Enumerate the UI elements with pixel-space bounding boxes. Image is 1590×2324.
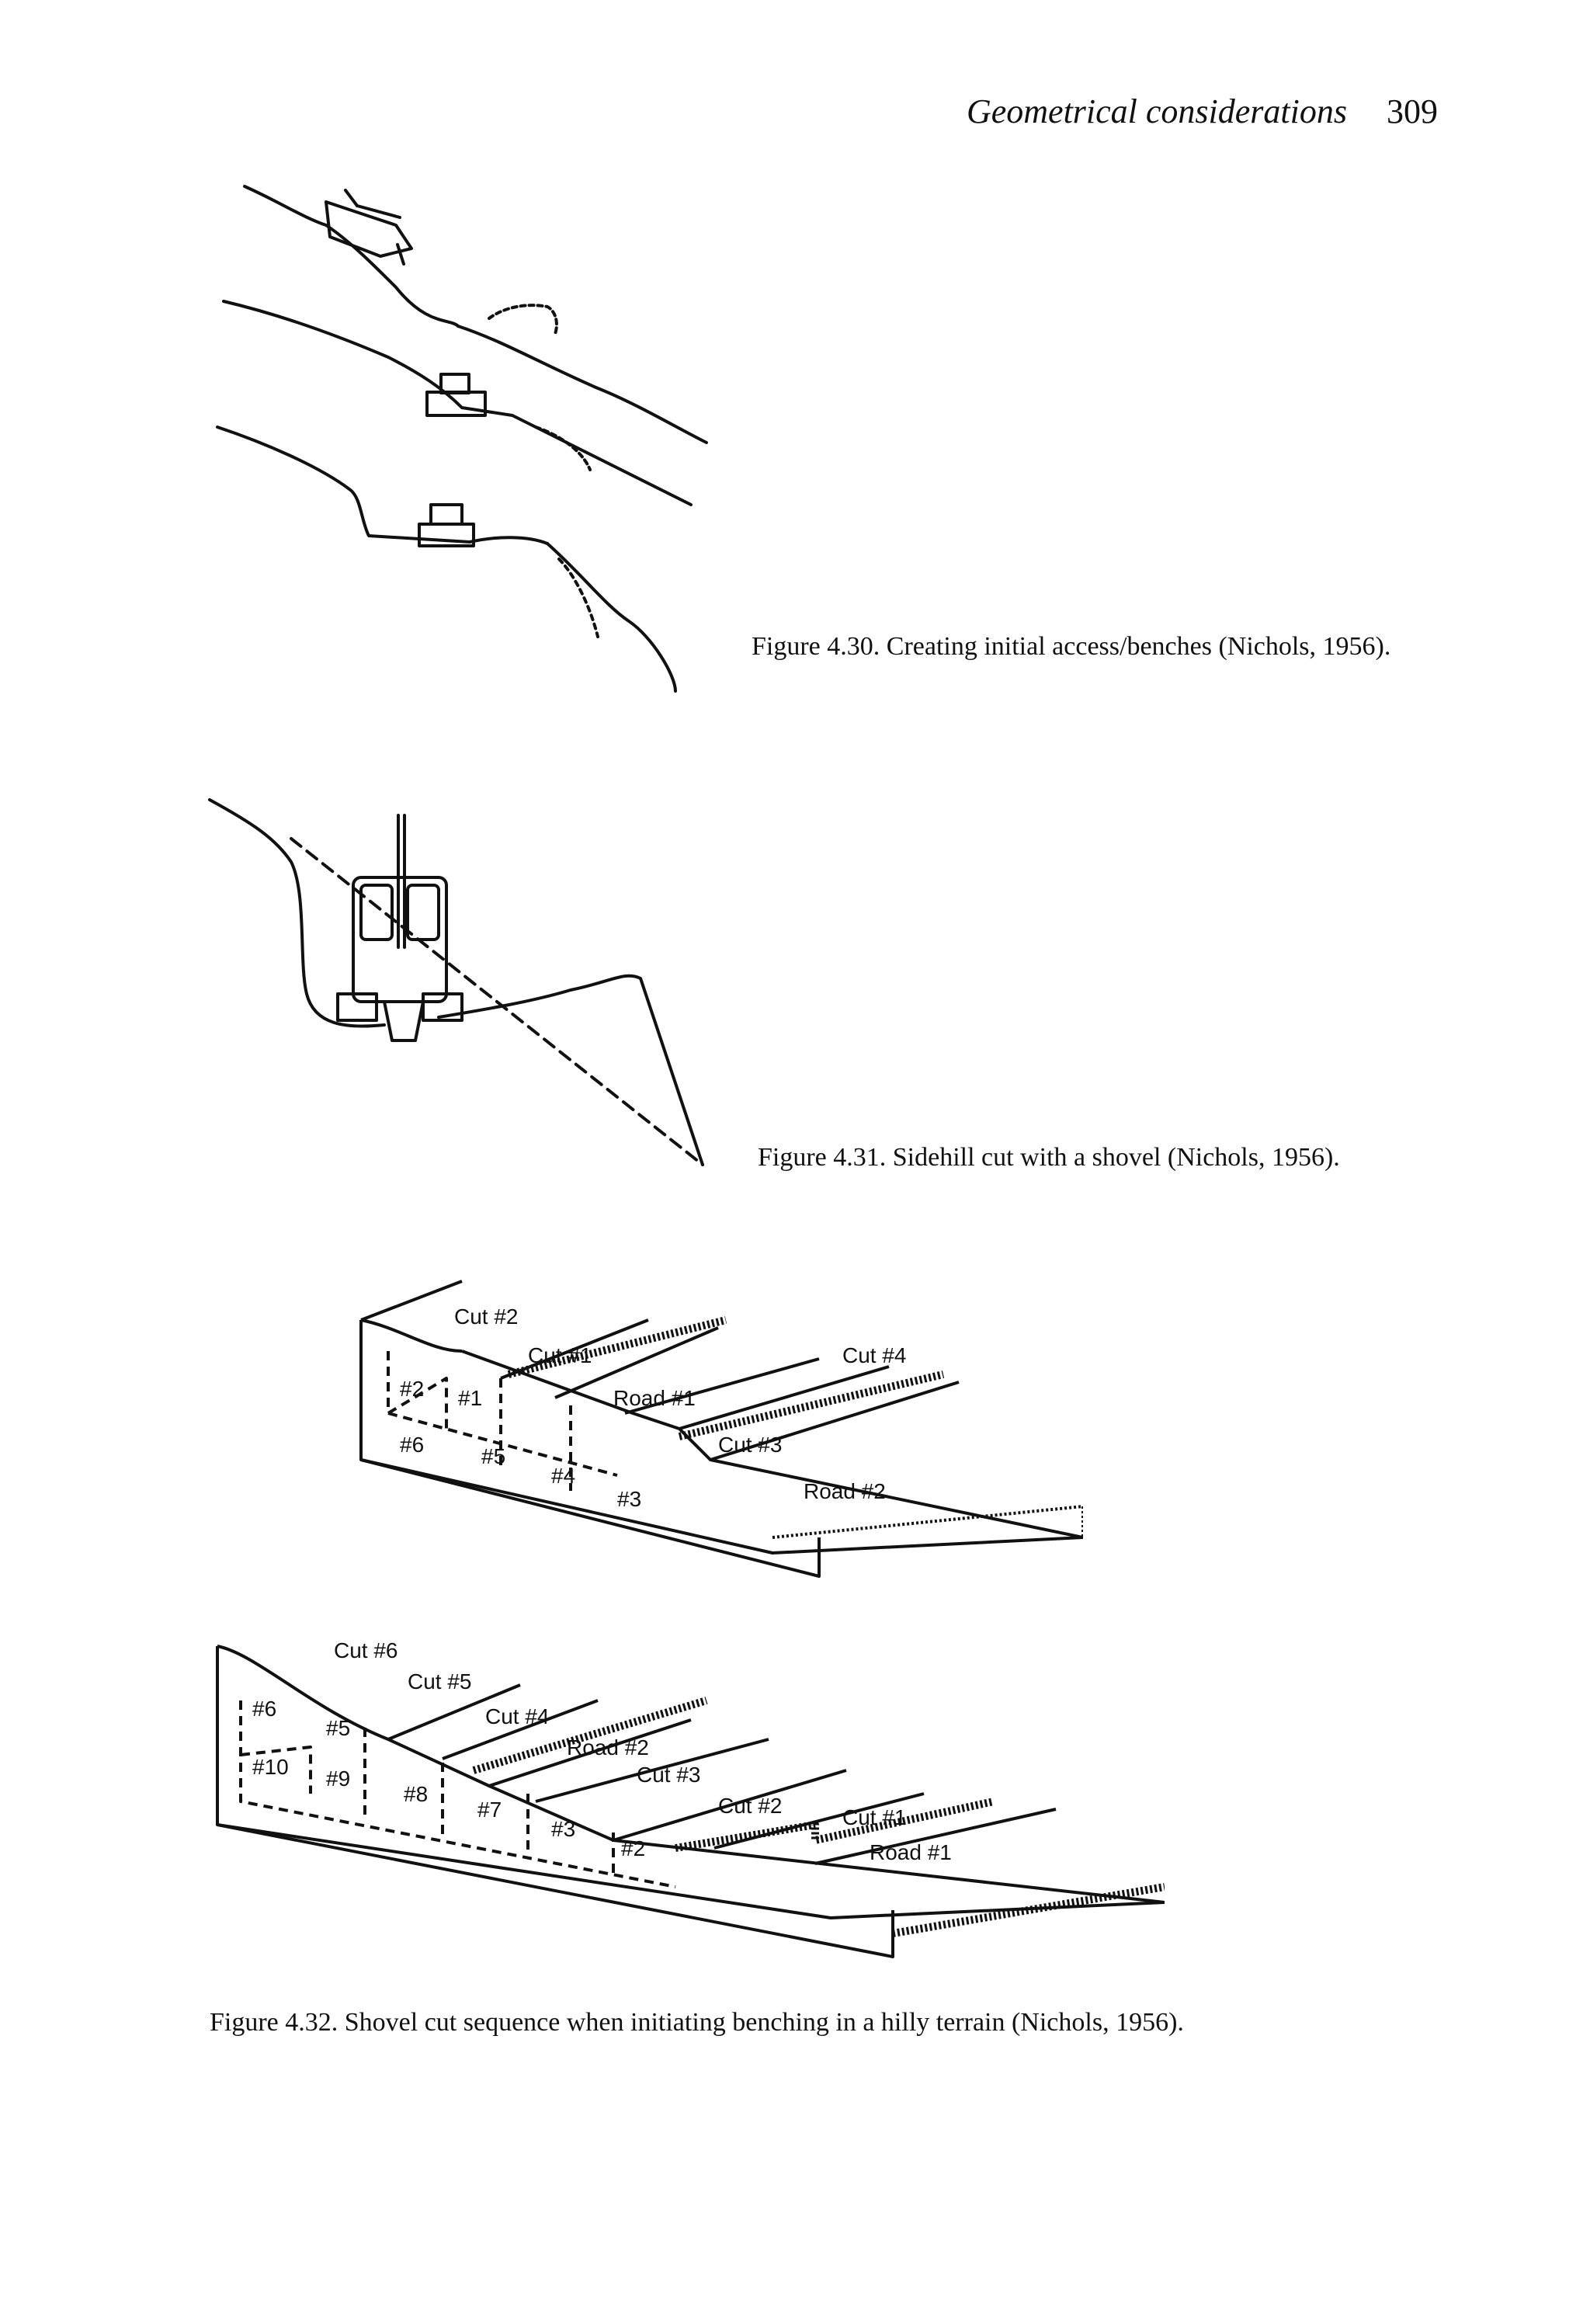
lower-label-bench-6: #6 <box>252 1697 276 1721</box>
lower-label-bench-7: #7 <box>477 1798 502 1822</box>
label-bench-4: #4 <box>551 1464 575 1488</box>
hill-profile-1b <box>457 325 708 444</box>
shovel-icon-medium <box>418 503 475 547</box>
hill-profile-2 <box>222 300 693 506</box>
terrace-lines <box>500 1318 960 1461</box>
lower-label-bench-5: #5 <box>326 1716 350 1740</box>
label-cut-3: Cut #3 <box>718 1433 783 1457</box>
cut-dash-lines <box>387 1351 618 1491</box>
running-header-title: Geometrical considerations <box>966 92 1347 130</box>
lower-label-road-2: Road #2 <box>567 1735 649 1760</box>
lower-label-bench-8: #8 <box>404 1782 428 1806</box>
spoil-pile-2 <box>534 426 592 471</box>
figure-4-32-lower-drawing: Cut #6 Cut #5 Cut #4 Road #2 Cut #3 Cut … <box>210 1592 1165 1964</box>
lower-block-base <box>217 1823 1165 1919</box>
lower-label-bench-10: #10 <box>252 1755 289 1779</box>
slope-top <box>360 1318 463 1353</box>
lower-label-bench-2: #2 <box>621 1836 645 1860</box>
figure-4-30-caption: Figure 4.30. Creating initial access/ben… <box>752 632 1391 661</box>
figure-4-32-upper-svg: Cut #2 Cut #1 Cut #4 Road #1 Cut #3 Road… <box>359 1280 1083 1578</box>
label-cut-4: Cut #4 <box>842 1343 907 1367</box>
lower-label-cut-5: Cut #5 <box>408 1669 472 1693</box>
lower-label-cut-3: Cut #3 <box>637 1763 701 1787</box>
page-number: 309 <box>1387 92 1438 130</box>
lower-label-road-1: Road #1 <box>870 1840 952 1864</box>
dozer-icon <box>325 189 413 266</box>
hill-profile-1a <box>243 185 460 328</box>
label-bench-2: #2 <box>400 1377 424 1401</box>
label-cut-2: Cut #2 <box>454 1304 519 1329</box>
label-cut-1: Cut #1 <box>528 1343 592 1367</box>
label-bench-3: #3 <box>617 1487 641 1511</box>
label-bench-1: #1 <box>458 1386 482 1410</box>
lower-label-bench-3: #3 <box>551 1817 575 1841</box>
figure-4-31-drawing <box>206 792 734 1180</box>
figure-4-30-svg <box>216 185 708 693</box>
lower-label-cut-6: Cut #6 <box>334 1638 398 1662</box>
lower-terrace-lines <box>387 1683 1057 1865</box>
block-base <box>360 1458 1083 1555</box>
lower-cut-dash-lines <box>239 1700 676 1888</box>
figure-4-32-upper-drawing: Cut #2 Cut #1 Cut #4 Road #1 Cut #3 Road… <box>353 1273 1083 1584</box>
hillside-profile-right <box>437 974 704 1166</box>
lower-label-bench-9: #9 <box>326 1766 350 1791</box>
hillside-profile <box>208 798 386 1028</box>
block-outline-front <box>359 1320 821 1578</box>
hatch-road2 <box>678 1370 945 1440</box>
figure-4-32-caption: Figure 4.32. Shovel cut sequence when in… <box>210 2008 1184 2037</box>
figure-4-32-lower-svg: Cut #6 Cut #5 Cut #4 Road #2 Cut #3 Cut … <box>216 1638 1165 1958</box>
hatch-lower <box>772 1505 1083 1539</box>
lower-hatch-cut1 <box>675 1798 995 1852</box>
lower-hatch-road2 <box>472 1697 708 1774</box>
figure-4-31-svg <box>208 798 704 1166</box>
figure-4-31-caption: Figure 4.31. Sidehill cut with a shovel … <box>758 1143 1340 1172</box>
hill-profile-3b <box>546 542 677 693</box>
lower-label-cut-1: Cut #1 <box>842 1805 907 1829</box>
spoil-pile-1 <box>488 304 558 335</box>
lower-terrace-edges <box>217 1645 1165 1904</box>
shovel-icon <box>336 814 463 1042</box>
lower-label-cut-2: Cut #2 <box>718 1794 783 1818</box>
label-road-2: Road #2 <box>804 1479 886 1503</box>
spoil-pile-3 <box>557 558 599 638</box>
label-bench-5: #5 <box>481 1444 505 1468</box>
lower-label-cut-4: Cut #4 <box>485 1704 550 1728</box>
lower-hatch-front <box>892 1883 1165 1937</box>
label-road-1: Road #1 <box>613 1386 696 1410</box>
lower-block-outline-front <box>216 1646 894 1958</box>
hatch-cut1 <box>507 1316 727 1378</box>
running-header: Geometrical considerations 309 <box>967 92 1438 131</box>
shovel-icon-small <box>425 373 487 417</box>
label-bench-6: #6 <box>400 1433 424 1457</box>
figure-4-30-drawing <box>194 171 738 714</box>
hill-profile-3a <box>216 426 549 545</box>
